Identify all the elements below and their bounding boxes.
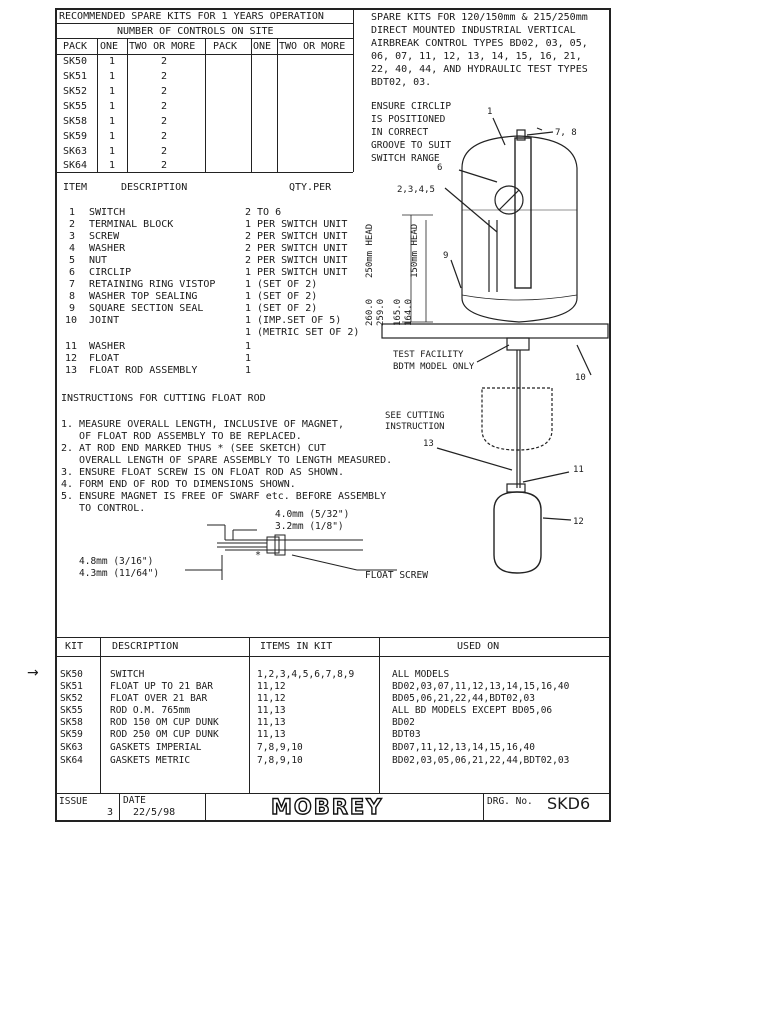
col-header-two-or-more-2: TWO OR MORE [279, 41, 346, 52]
kit-col-header-kit: KIT [65, 641, 84, 652]
drawing-number: SKD6 [547, 794, 591, 813]
control-assembly-diagram [381, 117, 609, 574]
col-header-two-or-more: TWO OR MORE [129, 41, 196, 52]
callout-7-8: 7, 8 [555, 128, 577, 138]
bdtm-model-label: BDTM MODEL ONLY [393, 362, 475, 372]
dim-label-a: 4.0mm (5/32") [275, 509, 350, 520]
date-label: DATE [123, 795, 146, 806]
kits-table-title: RECOMMENDED SPARE KITS FOR 1 YEARS OPERA… [59, 11, 324, 22]
callout-12: 12 [573, 517, 584, 527]
instructions-title: INSTRUCTIONS FOR CUTTING FLOAT ROD [61, 393, 266, 404]
test-facility-label: TEST FACILITY [393, 350, 464, 360]
arrow-icon: → [27, 665, 39, 681]
head-150-label: 150mm HEAD [410, 223, 420, 278]
drg-label: DRG. No. [487, 796, 533, 807]
head-250-label: 250mm HEAD [365, 223, 375, 278]
issue-label: ISSUE [59, 796, 88, 807]
callout-11: 11 [573, 465, 584, 475]
parts-header-description: DESCRIPTION [121, 182, 188, 193]
kits-table-subtitle: NUMBER OF CONTROLS ON SITE [117, 26, 274, 37]
dim-label-c: 4.8mm (3/16") [79, 556, 154, 567]
dim-164: 164.0 [404, 298, 414, 326]
kit-col-header-items: ITEMS IN KIT [260, 641, 333, 652]
col-header-pack-2: PACK [213, 41, 238, 52]
float-rod-sketch: * [185, 524, 397, 580]
see-cutting-label: SEE CUTTING [385, 411, 445, 421]
parts-header-qty: QTY.PER [289, 182, 332, 193]
date-value: 22/5/98 [133, 807, 176, 818]
mobrey-logo: MOBREY [270, 795, 384, 819]
col-header-one: ONE [100, 41, 119, 52]
col-header-one-2: ONE [253, 41, 272, 52]
callout-2-3-4-5: 2,3,4,5 [397, 185, 435, 195]
callout-1: 1 [487, 107, 493, 117]
callout-10: 10 [575, 373, 586, 383]
kit-col-header-description: DESCRIPTION [112, 641, 179, 652]
col-header-pack: PACK [63, 41, 88, 52]
parts-header-item: ITEM [63, 182, 88, 193]
dim-259: 259.0 [376, 298, 386, 326]
dim-label-b: 3.2mm (1/8") [275, 521, 344, 532]
callout-9: 9 [443, 251, 449, 261]
float-screw-label: FLOAT SCREW [365, 570, 428, 581]
callout-13: 13 [423, 439, 434, 449]
instruction-label: INSTRUCTION [385, 422, 445, 432]
svg-text:*: * [255, 550, 261, 561]
dim-260: 260.0 [365, 298, 375, 326]
issue-number: 3 [107, 807, 114, 818]
kit-col-header-used-on: USED ON [457, 641, 500, 652]
dim-165: 165.0 [393, 298, 403, 326]
drawing-sheet: RECOMMENDED SPARE KITS FOR 1 YEARS OPERA… [27, 8, 611, 822]
callout-6: 6 [437, 163, 443, 173]
dim-label-d: 4.3mm (11/64") [79, 568, 160, 579]
